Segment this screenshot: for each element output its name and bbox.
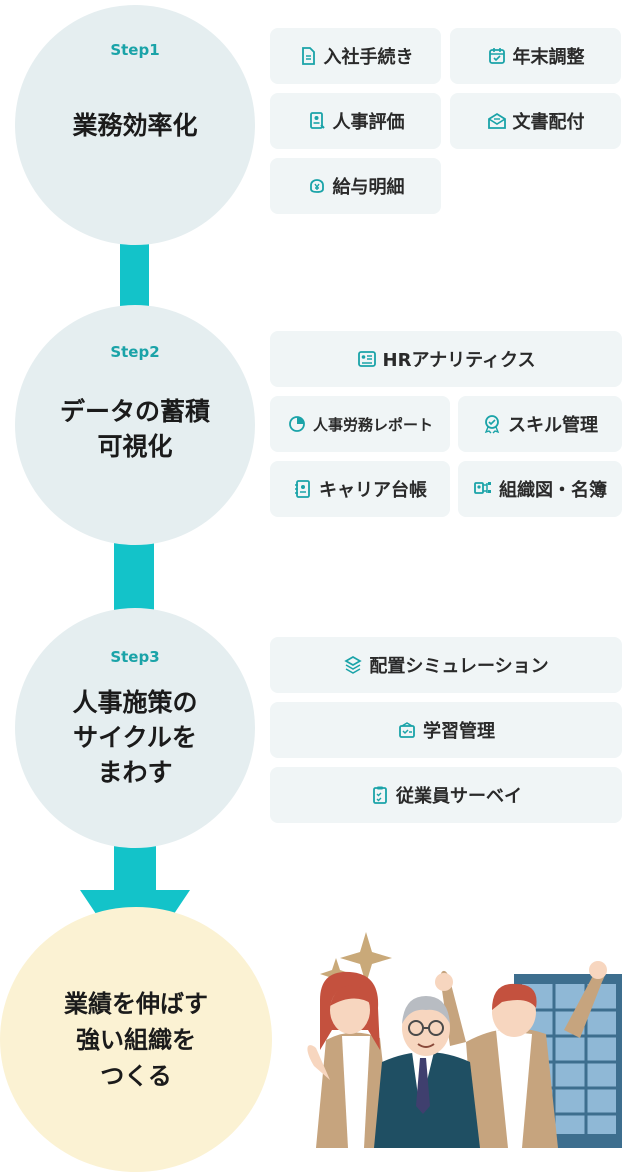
person-left (307, 971, 392, 1148)
arrow-down-icon (80, 840, 190, 972)
person-center (374, 996, 480, 1148)
goal-text: 業績を伸ばす 強い組織を つくる (64, 989, 208, 1090)
feature-label: キャリア台帳 (319, 480, 427, 501)
feature-label: スキル管理 (508, 415, 598, 436)
career-book-icon (295, 480, 310, 498)
feature-year-end-adjustment: 年末調整 (450, 28, 621, 84)
person-right (435, 961, 607, 1148)
feature-onboarding: 入社手続き (270, 28, 441, 84)
connector-2-3 (114, 540, 154, 612)
feature-label: 人事評価 (332, 112, 405, 133)
step2-label: Step2 (110, 343, 160, 361)
document-icon (301, 47, 315, 65)
clipboard-icon (373, 786, 387, 804)
step2-title: データの蓄積 可視化 (59, 397, 210, 461)
feature-career-ledger: キャリア台帳 (270, 461, 450, 517)
step3-label: Step3 (110, 648, 160, 666)
goal-circle: 業績を伸ばす 強い組織を つくる (0, 907, 272, 1172)
feature-label: 年末調整 (512, 47, 585, 68)
step1-label: Step1 (110, 41, 160, 59)
feature-label: HRアナリティクス (382, 350, 536, 371)
evaluation-icon (309, 112, 325, 129)
calendar-check-icon (488, 48, 505, 64)
feature-label: 文書配付 (512, 112, 585, 133)
badge-icon (484, 415, 500, 434)
feature-hr-analytics: HRアナリティクス (270, 331, 622, 387)
step1-circle: Step1 業務効率化 (15, 5, 255, 245)
step3-circle: Step3 人事施策の サイクルを まわす (15, 608, 255, 848)
pie-chart-icon (289, 416, 305, 432)
step1-title: 業務効率化 (72, 110, 198, 140)
yen-wallet-icon (309, 179, 324, 193)
connector-1-2 (120, 236, 149, 308)
feature-payslip: 給与明細 (270, 158, 441, 214)
org-chart-icon (474, 482, 491, 494)
feature-evaluation: 人事評価 (270, 93, 441, 149)
layers-sync-icon (344, 656, 363, 674)
step3-title: 人事施策の サイクルを まわす (72, 687, 198, 787)
feature-label: 配置シミュレーション (369, 656, 549, 677)
feature-learning-management: 学習管理 (270, 702, 622, 758)
analytics-icon (357, 351, 376, 367)
step2-circle: Step2 データの蓄積 可視化 (15, 305, 255, 545)
feature-org-chart: 組織図・名簿 (458, 461, 622, 517)
learning-icon (399, 722, 415, 738)
feature-employee-survey: 従業員サーベイ (270, 767, 622, 823)
feature-label: 学習管理 (423, 721, 495, 742)
feature-label: 給与明細 (332, 177, 405, 198)
mail-open-icon (487, 112, 506, 129)
sparkle-icon (340, 932, 392, 984)
feature-label: 入社手続き (323, 47, 414, 68)
feature-label: 人事労務レポート (312, 415, 433, 434)
feature-hr-report: 人事労務レポート (270, 396, 450, 452)
feature-placement-simulation: 配置シミュレーション (270, 637, 622, 693)
celebrating-team-illustration (307, 932, 622, 1148)
feature-skill-management: スキル管理 (458, 396, 622, 452)
feature-document-delivery: 文書配付 (450, 93, 621, 149)
feature-label: 従業員サーベイ (396, 786, 522, 807)
feature-label: 組織図・名簿 (499, 480, 607, 501)
